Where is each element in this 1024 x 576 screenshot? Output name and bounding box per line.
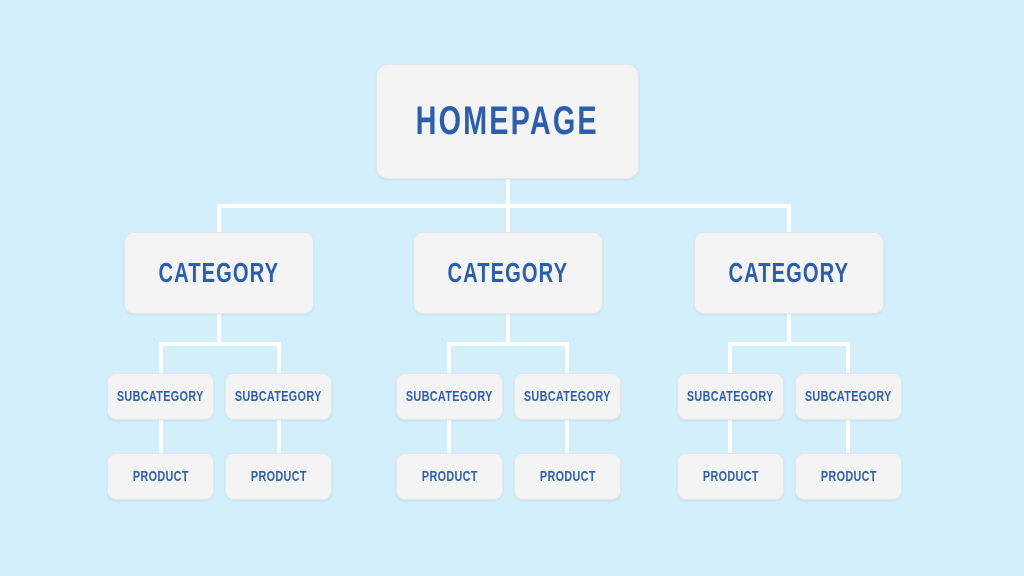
product-label: PRODUCT — [250, 468, 307, 485]
subcategory-node-2-1: SUBCATEGORY — [396, 373, 503, 420]
connector-category-1 — [217, 204, 221, 232]
category-node-1: CATEGORY — [124, 232, 314, 314]
category-label: CATEGORY — [158, 257, 280, 288]
product-label: PRODUCT — [421, 468, 478, 485]
category-node-3: CATEGORY — [694, 232, 884, 314]
connector-cat1-sub1 — [159, 342, 163, 373]
connector-cat1-sub2-prod — [277, 420, 281, 453]
subcategory-node-3-2: SUBCATEGORY — [795, 373, 902, 420]
connector-cat1-sub1-prod — [159, 420, 163, 453]
connector-cat3-bar — [728, 342, 850, 346]
product-node-2-1: PRODUCT — [396, 453, 503, 500]
category-label: CATEGORY — [447, 257, 569, 288]
category-node-2: CATEGORY — [413, 232, 603, 314]
connector-cat3-sub1-prod — [728, 420, 732, 453]
connector-cat1-bar — [159, 342, 281, 346]
category-label: CATEGORY — [728, 257, 850, 288]
product-node-1-1: PRODUCT — [107, 453, 214, 500]
subcategory-node-3-1: SUBCATEGORY — [677, 373, 784, 420]
connector-cat2-sub2-prod — [565, 420, 569, 453]
subcategory-label: SUBCATEGORY — [117, 388, 204, 405]
product-node-3-2: PRODUCT — [795, 453, 902, 500]
subcategory-node-1-1: SUBCATEGORY — [107, 373, 214, 420]
connector-cat2-bar — [447, 342, 569, 346]
connector-root-down — [506, 179, 510, 207]
product-node-1-2: PRODUCT — [225, 453, 332, 500]
connector-category-bar — [217, 204, 791, 208]
product-label: PRODUCT — [539, 468, 596, 485]
connector-cat3-sub1 — [728, 342, 732, 373]
connector-cat3-down — [787, 314, 791, 344]
subcategory-label: SUBCATEGORY — [524, 388, 611, 405]
product-node-2-2: PRODUCT — [514, 453, 621, 500]
connector-cat3-sub2 — [846, 342, 850, 373]
product-label: PRODUCT — [702, 468, 759, 485]
connector-category-3 — [787, 204, 791, 232]
subcategory-label: SUBCATEGORY — [687, 388, 774, 405]
connector-cat3-sub2-prod — [846, 420, 850, 453]
subcategory-label: SUBCATEGORY — [406, 388, 493, 405]
connector-cat1-down — [217, 314, 221, 344]
subcategory-node-2-2: SUBCATEGORY — [514, 373, 621, 420]
connector-category-2 — [506, 204, 510, 232]
product-label: PRODUCT — [132, 468, 189, 485]
subcategory-label: SUBCATEGORY — [805, 388, 892, 405]
connector-cat2-down — [506, 314, 510, 344]
subcategory-node-1-2: SUBCATEGORY — [225, 373, 332, 420]
subcategory-label: SUBCATEGORY — [235, 388, 322, 405]
homepage-node: HOMEPAGE — [376, 64, 639, 179]
product-node-3-1: PRODUCT — [677, 453, 784, 500]
connector-cat2-sub2 — [565, 342, 569, 373]
connector-cat2-sub1 — [447, 342, 451, 373]
homepage-label: HOMEPAGE — [415, 99, 600, 143]
product-label: PRODUCT — [820, 468, 877, 485]
connector-cat1-sub2 — [277, 342, 281, 373]
connector-cat2-sub1-prod — [447, 420, 451, 453]
